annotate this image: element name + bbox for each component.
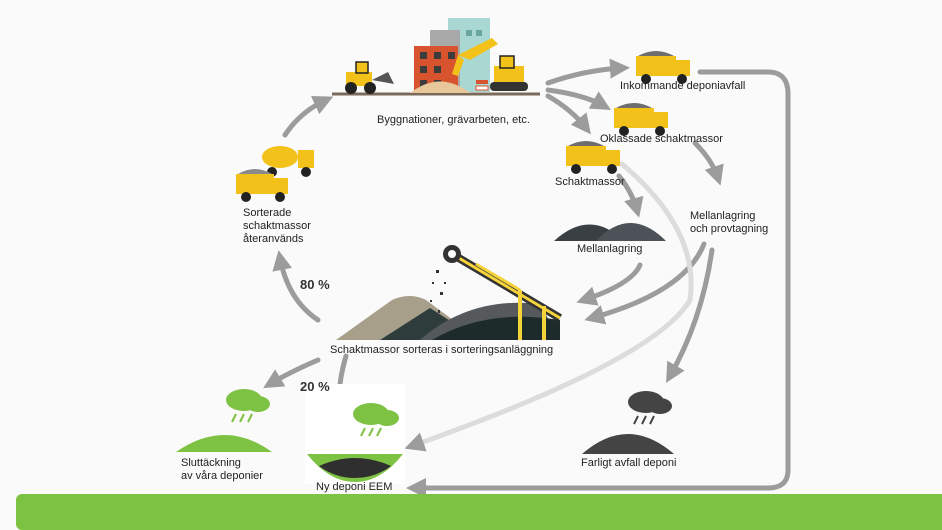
incoming-label: Inkommande deponiavfall [620,80,746,92]
unclassified-label: Oklassade schaktmassor [600,133,723,145]
excavator-icon [452,38,528,91]
mixer-truck-icon [262,146,314,177]
ground-strip [16,494,942,530]
dump-truck-icon [614,103,668,136]
arrow-incoming-to-ground [406,69,791,498]
sorting-label: Schaktmassor sorteras i sorteringsanlägg… [330,344,554,356]
dump-truck-icon [636,51,690,84]
arrow-to-incoming [545,58,630,86]
rain-cloud-icon [628,391,672,425]
wheel-loader-icon [345,61,394,94]
arrow-to-schaktmassor [545,93,591,135]
schaktmassor-label: Schaktmassor [555,176,625,188]
hazardous-landfill [582,391,674,454]
rain-cloud-icon [226,389,270,423]
hazardous-label: Farligt avfall deponi [581,457,677,469]
landfill-percentage: 20 % [300,379,330,394]
sorted-reused-label: Sorterade schaktmassor återanvänds [243,207,311,245]
dump-truck-icon [566,141,620,174]
conveyor-icon [443,245,563,340]
construction-scene [332,18,540,96]
soil-pile-icon [554,223,666,241]
arrow-mell-to-hazard [666,247,715,383]
cover-landfill [176,389,272,452]
rain-cloud-icon [353,403,399,437]
mellanlagring-label: Mellanlagring [577,243,643,255]
arrow-pile-to-sorting [576,262,643,306]
barrier-icon [475,80,489,91]
sand-pile [410,81,470,93]
arrow-schakt-to-pile [616,173,644,218]
arrow-sorting-up [272,250,321,323]
arrow-unclassified-to-mellanlagring [692,140,724,186]
arrow-schakt-to-newlandfill [404,161,694,452]
cover-label: Sluttäckning av våra deponier [181,457,263,482]
falling-debris [430,270,446,313]
arrow-to-construction [282,95,334,138]
construction-label: Byggnationer, grävarbeten, etc. [377,114,530,126]
arrow-to-cover [263,357,321,389]
arrow-to-unclassified [545,87,611,111]
new-landfill-card [305,384,405,484]
dump-truck-icon [236,169,288,202]
new-landfill-label: Ny deponi EEM [316,481,393,493]
reuse-percentage: 80 % [300,277,330,292]
mellanlagring-prov-label: Mellanlagring och provtagning [690,210,769,235]
sorting-plant [336,245,563,340]
arrow-mell-to-sorting [584,241,707,325]
new-landfill-icon [307,403,403,482]
